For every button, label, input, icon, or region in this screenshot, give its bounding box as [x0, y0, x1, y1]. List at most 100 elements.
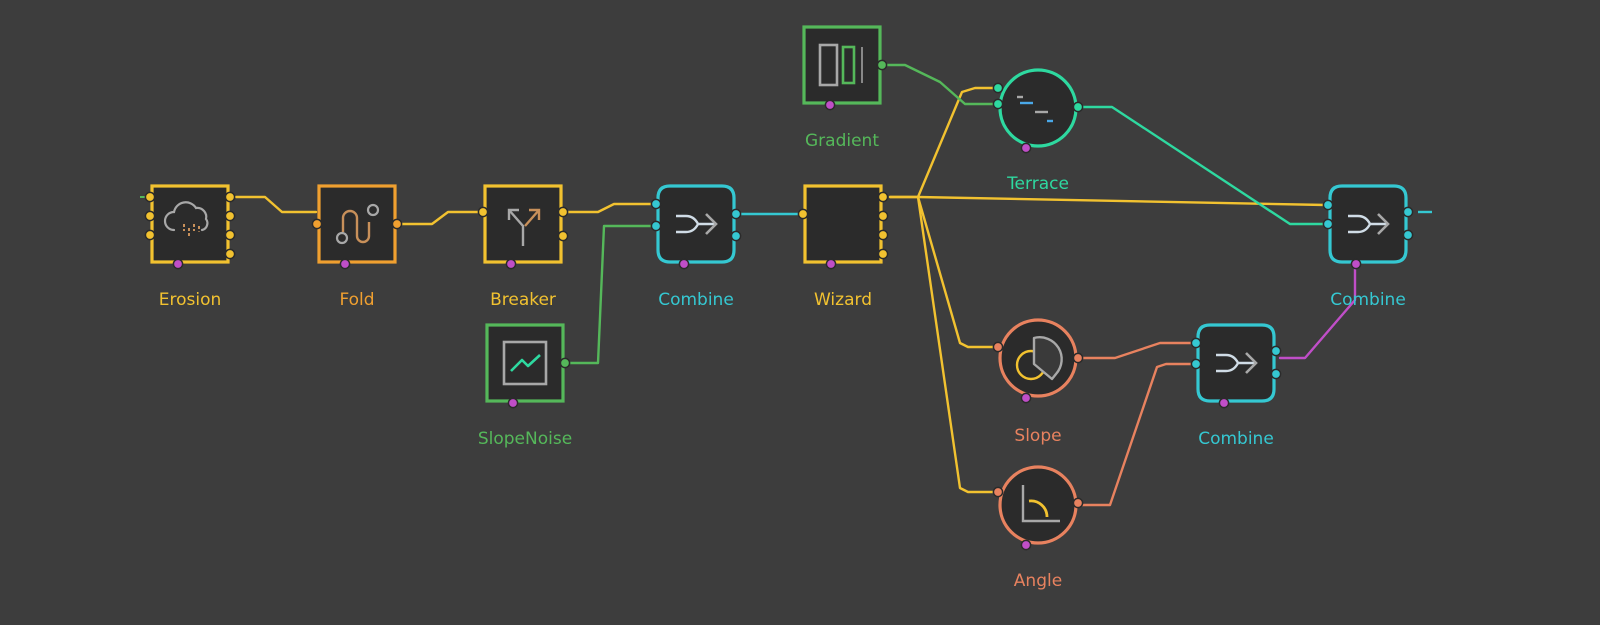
node-fold[interactable] — [311, 184, 403, 270]
output-port[interactable] — [224, 248, 236, 260]
input-port[interactable] — [1322, 199, 1334, 211]
bottom-port[interactable] — [339, 258, 351, 270]
node-body[interactable] — [656, 184, 736, 264]
node-label-wizard: Wizard — [814, 290, 872, 310]
merge-arrow-icon — [1348, 213, 1390, 235]
node-wizard[interactable] — [797, 184, 889, 270]
edge-slope-to-combine2[interactable] — [1078, 341, 1194, 360]
noise-graph-icon — [502, 340, 548, 386]
node-body[interactable] — [1196, 323, 1276, 403]
bottom-port[interactable] — [825, 258, 837, 270]
input-port[interactable] — [650, 198, 662, 210]
output-port[interactable] — [391, 218, 403, 230]
edge-erosion-to-fold[interactable] — [234, 195, 318, 214]
node-label-terrace: Terrace — [1007, 174, 1069, 194]
node-gradient[interactable] — [802, 25, 888, 111]
edge-angle-to-combine2[interactable] — [1078, 362, 1194, 507]
output-port[interactable] — [877, 210, 889, 222]
node-label-combine2: Combine — [1198, 429, 1274, 449]
angle-icon — [1021, 485, 1060, 523]
output-port[interactable] — [559, 357, 571, 369]
output-port[interactable] — [1072, 497, 1084, 509]
output-port[interactable] — [877, 229, 889, 241]
input-port[interactable] — [992, 98, 1004, 110]
bottom-port[interactable] — [172, 258, 184, 270]
output-port[interactable] — [1072, 101, 1084, 113]
input-port[interactable] — [992, 82, 1004, 94]
bottom-port[interactable] — [678, 258, 690, 270]
output-port[interactable] — [730, 230, 742, 242]
node-angle[interactable] — [992, 465, 1084, 551]
node-label-breaker: Breaker — [490, 290, 556, 310]
input-port[interactable] — [797, 208, 809, 220]
input-port[interactable] — [1190, 337, 1202, 349]
bottom-port[interactable] — [507, 397, 519, 409]
input-port[interactable] — [311, 218, 323, 230]
input-port[interactable] — [144, 229, 156, 241]
bottom-port[interactable] — [1020, 539, 1032, 551]
bottom-port[interactable] — [1350, 258, 1362, 270]
output-port[interactable] — [1072, 352, 1084, 364]
node-body[interactable] — [802, 25, 882, 105]
node-body[interactable] — [1328, 184, 1408, 264]
node-body[interactable] — [483, 184, 563, 264]
output-port[interactable] — [1402, 206, 1414, 218]
edge-wizard-to-slope[interactable] — [916, 195, 997, 349]
input-port[interactable] — [144, 191, 156, 203]
node-erosion[interactable] — [144, 184, 236, 270]
bottom-port[interactable] — [1020, 142, 1032, 154]
input-port[interactable] — [477, 206, 489, 218]
bottom-port[interactable] — [505, 258, 517, 270]
output-port[interactable] — [224, 229, 236, 241]
input-port[interactable] — [144, 210, 156, 222]
input-port[interactable] — [992, 341, 1004, 353]
output-port[interactable] — [730, 208, 742, 220]
split-arrow-icon — [507, 208, 541, 246]
output-port[interactable] — [224, 191, 236, 203]
edge-breaker-to-combine1[interactable] — [564, 202, 654, 214]
node-combine1[interactable] — [650, 184, 742, 270]
input-port[interactable] — [650, 220, 662, 232]
output-port[interactable] — [557, 206, 569, 218]
input-port[interactable] — [992, 486, 1004, 498]
edge-combine2-to-combine_final[interactable] — [1278, 262, 1357, 360]
cloud-rain-icon — [163, 201, 209, 238]
node-terrace[interactable] — [992, 68, 1084, 154]
output-port[interactable] — [557, 230, 569, 242]
edge-terrace-to-combine_final[interactable] — [1078, 105, 1328, 226]
node-label-slope: Slope — [1014, 426, 1062, 446]
nodes-layer — [144, 25, 1414, 551]
node-label-angle: Angle — [1013, 571, 1063, 591]
merge-arrow-icon — [676, 213, 718, 235]
node-breaker[interactable] — [477, 184, 569, 270]
output-port[interactable] — [877, 248, 889, 260]
bottom-port[interactable] — [824, 99, 836, 111]
input-port[interactable] — [1190, 358, 1202, 370]
node-slopenoise[interactable] — [485, 323, 571, 409]
node-slope[interactable] — [992, 318, 1084, 404]
fold-path-icon — [335, 203, 380, 245]
input-port[interactable] — [1322, 218, 1334, 230]
node-body[interactable] — [803, 184, 883, 264]
node-body[interactable] — [998, 465, 1078, 545]
node-label-slopenoise: SlopeNoise — [477, 429, 573, 449]
node-combine2[interactable] — [1190, 323, 1282, 409]
output-port[interactable] — [877, 191, 889, 203]
output-port[interactable] — [1270, 368, 1282, 380]
node-label-gradient: Gradient — [805, 131, 879, 151]
slope-pie-icon — [1015, 336, 1063, 381]
bottom-port[interactable] — [1020, 392, 1032, 404]
node-body[interactable] — [998, 68, 1078, 148]
node-combine_final[interactable] — [1322, 184, 1414, 270]
edge-slopenoise-to-combine1[interactable] — [565, 224, 654, 365]
output-port[interactable] — [1402, 229, 1414, 241]
edge-wizard-to-angle[interactable] — [916, 195, 997, 494]
output-port[interactable] — [224, 210, 236, 222]
edge-gradient-to-terrace[interactable] — [883, 63, 1001, 106]
output-port[interactable] — [1270, 345, 1282, 357]
edge-fold-to-breaker[interactable] — [398, 210, 486, 226]
bottom-port[interactable] — [1218, 397, 1230, 409]
node-body[interactable] — [150, 184, 230, 264]
output-port[interactable] — [876, 59, 888, 71]
